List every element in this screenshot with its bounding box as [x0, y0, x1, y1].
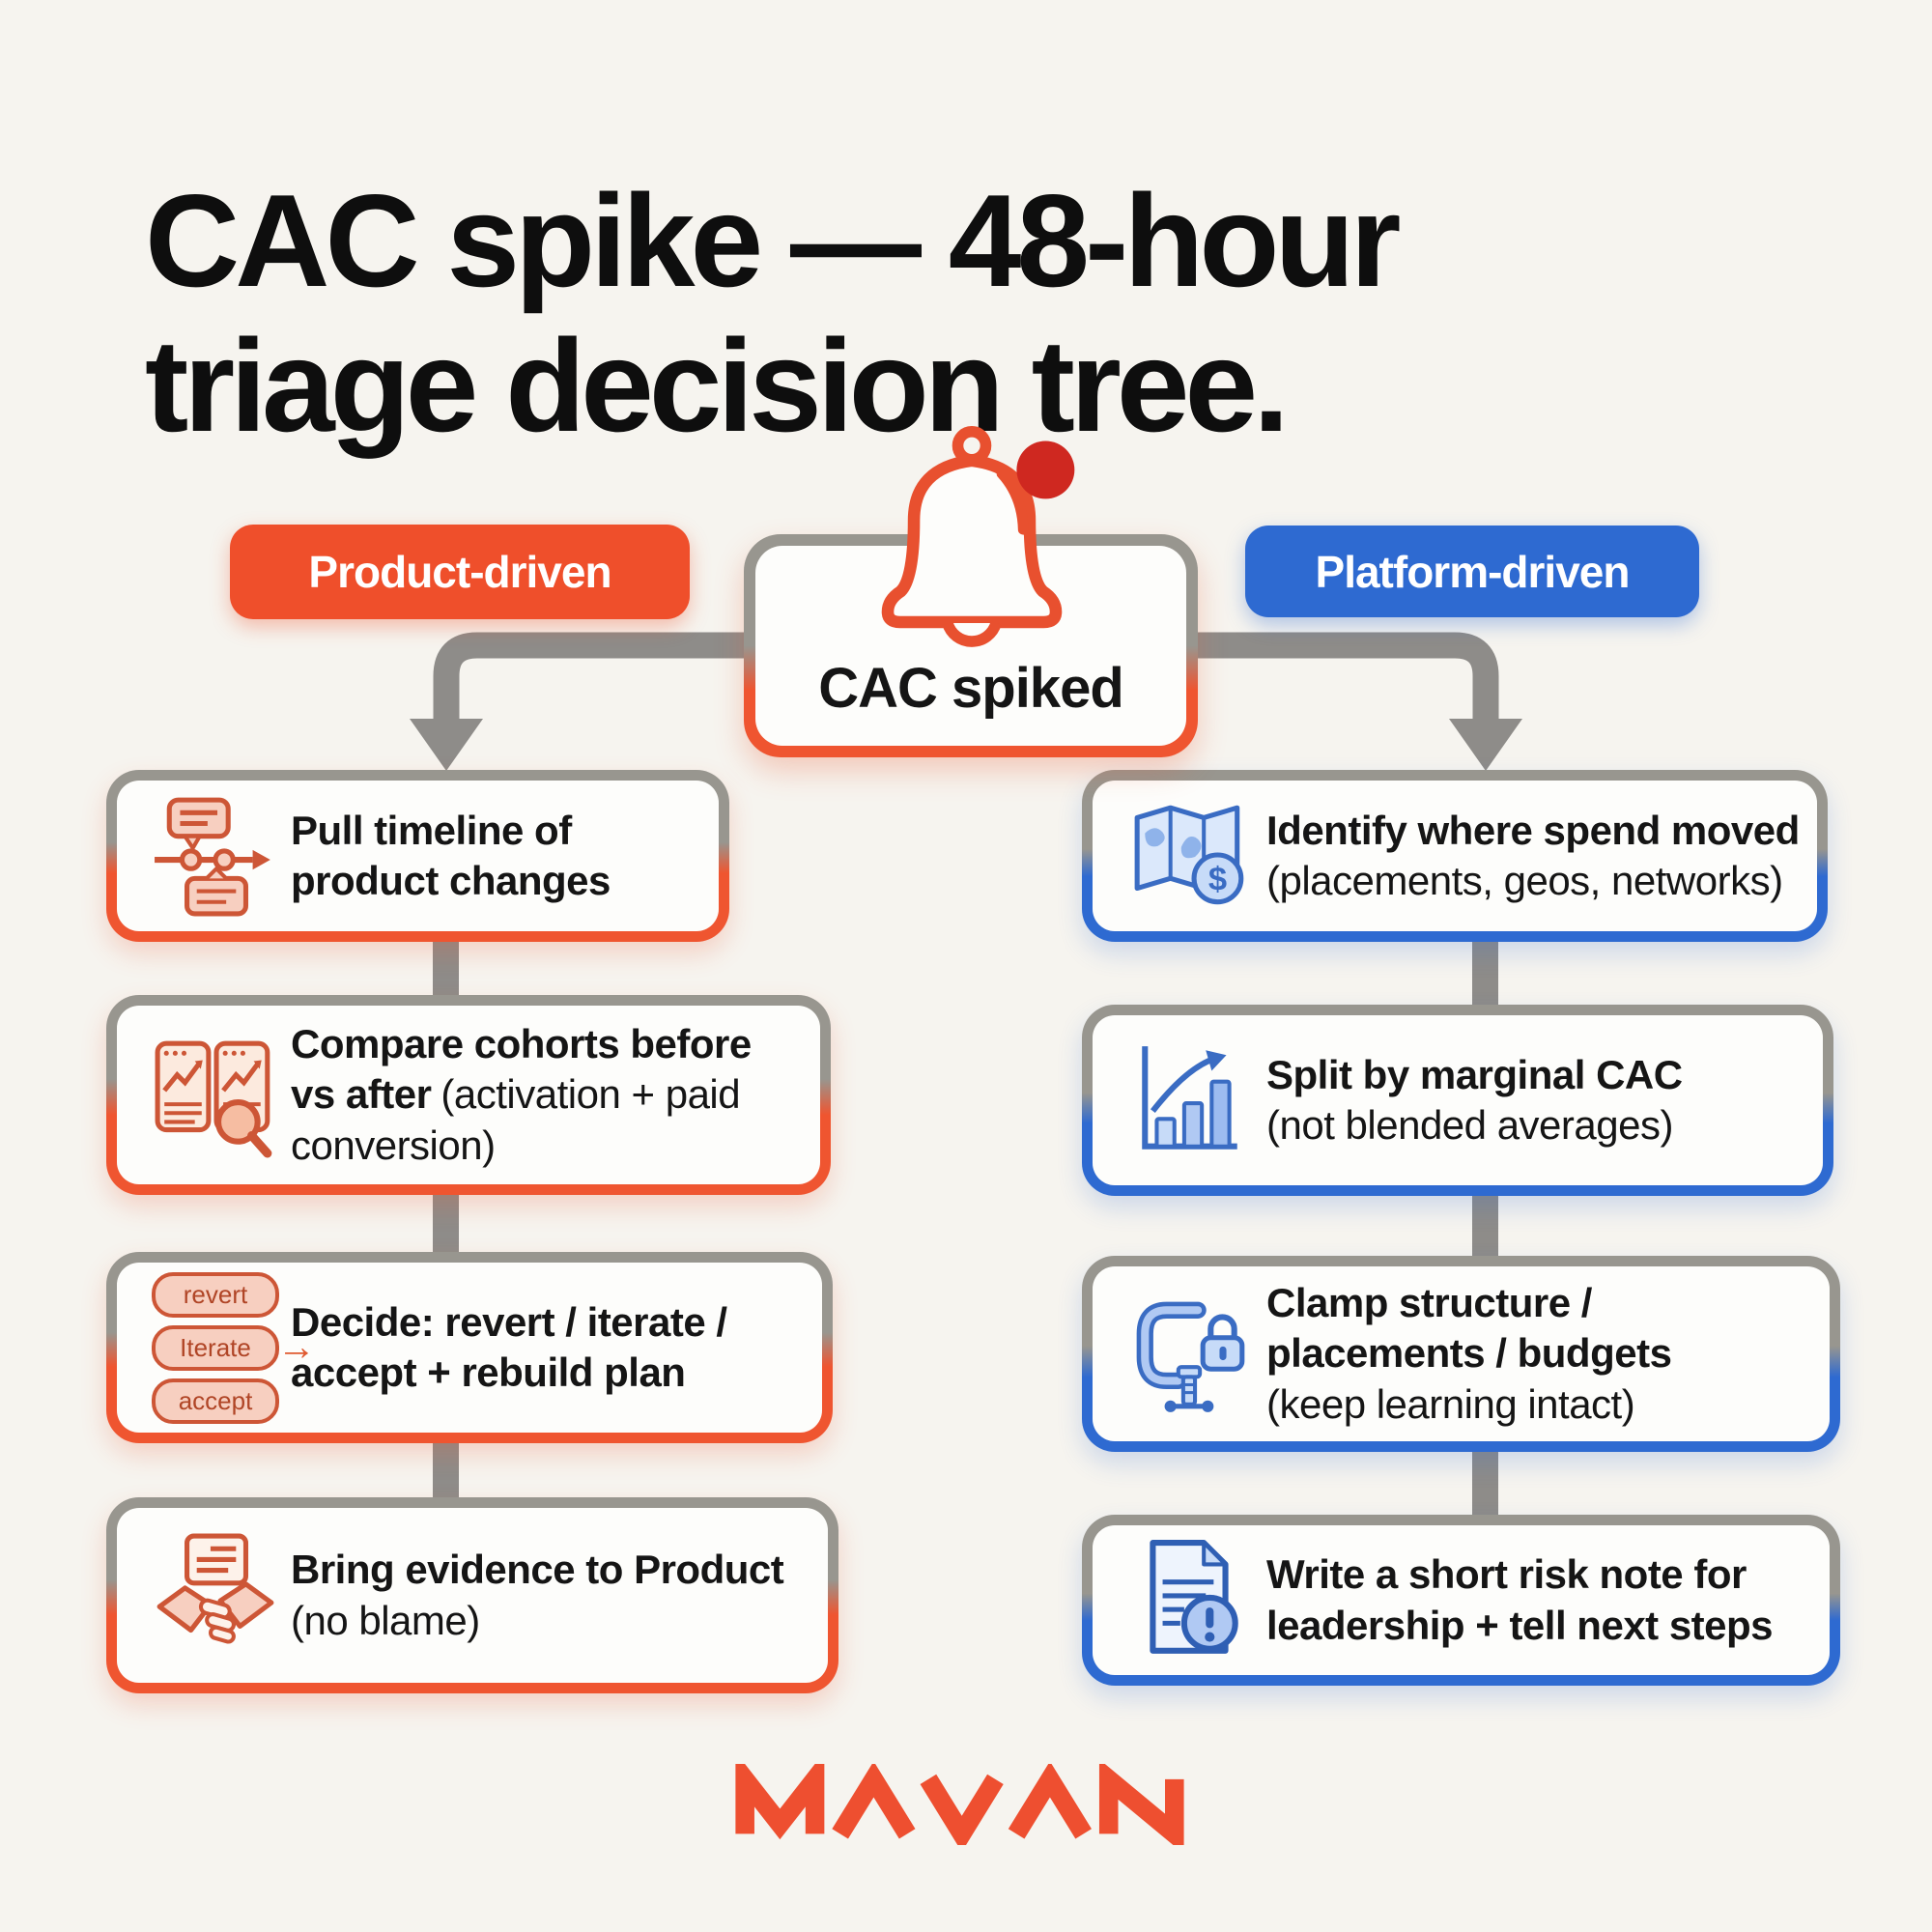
step-decide-path: revert Iterate accept → Decide: revert /… — [106, 1252, 833, 1443]
decision-arrow-icon: → — [277, 1325, 316, 1369]
branch-label-platform-text: Platform-driven — [1315, 546, 1631, 597]
decision-pill-revert: revert — [152, 1271, 279, 1318]
branch-label-product: Product-driven — [230, 525, 690, 619]
page-title: CAC spike — 48-hour triage decision tree… — [145, 167, 1401, 459]
cohort-compare-icon — [140, 1032, 291, 1159]
step-text: Write a short risk note for leadership +… — [1266, 1549, 1812, 1650]
svg-text:$: $ — [1208, 862, 1227, 898]
risk-note-icon — [1116, 1537, 1266, 1664]
step-text-bold: Compare cohorts before vs after — [291, 1021, 752, 1118]
map-spend-icon: $ — [1116, 792, 1266, 920]
step-identify-spend: $ Identify where spend moved (placements… — [1082, 770, 1828, 942]
step-text-bold: Identify where spend moved — [1266, 807, 1800, 853]
branch-label-platform: Platform-driven — [1245, 526, 1699, 617]
page-title-line2: triage decision tree. — [145, 311, 1290, 459]
step-text-normal: (keep learning intact) — [1266, 1380, 1635, 1427]
marginal-chart-icon — [1116, 1037, 1266, 1164]
clamp-lock-icon — [1116, 1291, 1266, 1418]
step-text-bold: Bring evidence to Product — [291, 1547, 784, 1593]
step-text-bold: Split by marginal CAC — [1266, 1051, 1683, 1097]
step-text-normal: (activation + paid conversion) — [291, 1071, 741, 1168]
bell-alert-icon — [860, 413, 1084, 663]
step-pull-timeline: Pull timeline of product changes — [106, 770, 729, 942]
step-text-bold: Write a short risk note for leadership +… — [1266, 1551, 1774, 1648]
page-title-line1: CAC spike — 48-hour — [145, 167, 1401, 315]
step-text: Pull timeline of product changes — [291, 806, 696, 906]
timeline-icon — [140, 792, 291, 920]
step-risk-note: Write a short risk note for leadership +… — [1082, 1515, 1840, 1686]
handshake-icon — [140, 1532, 291, 1660]
step-text-normal: (placements, geos, networks) — [1266, 858, 1783, 903]
step-text-normal: (no blame) — [291, 1597, 480, 1643]
step-text-bold: Clamp structure / placements / budgets — [1266, 1280, 1672, 1377]
step-text: Bring evidence to Product (no blame) — [291, 1545, 784, 1645]
step-text: Clamp structure / placements / budgets (… — [1266, 1278, 1730, 1429]
root-node-label: CAC spiked — [818, 657, 1124, 720]
step-text-bold: Decide: revert / iterate / accept + rebu… — [291, 1298, 727, 1395]
step-clamp-structure: Clamp structure / placements / budgets (… — [1082, 1256, 1840, 1452]
step-bring-evidence: Bring evidence to Product (no blame) — [106, 1497, 838, 1693]
step-split-marginal-cac: Split by marginal CAC (not blended avera… — [1082, 1005, 1833, 1196]
step-text-bold: Pull timeline of product changes — [291, 807, 611, 903]
decision-pill-accept: accept — [152, 1378, 279, 1424]
decision-pills-icon: revert Iterate accept → — [140, 1271, 316, 1424]
step-text: Identify where spend moved (placements, … — [1266, 806, 1800, 906]
branch-label-product-text: Product-driven — [308, 547, 611, 597]
step-text: Compare cohorts before vs after(activati… — [291, 1019, 788, 1170]
step-text: Decide: revert / iterate / accept + rebu… — [291, 1297, 805, 1398]
step-text-normal: (not blended averages) — [1266, 1102, 1673, 1148]
decision-pill-iterate: Iterate — [152, 1324, 279, 1371]
mavan-logo-wordmark: MAVAN — [647, 1751, 1285, 1855]
step-text: Split by marginal CAC (not blended avera… — [1266, 1050, 1683, 1151]
step-compare-cohorts: Compare cohorts before vs after(activati… — [106, 995, 831, 1195]
